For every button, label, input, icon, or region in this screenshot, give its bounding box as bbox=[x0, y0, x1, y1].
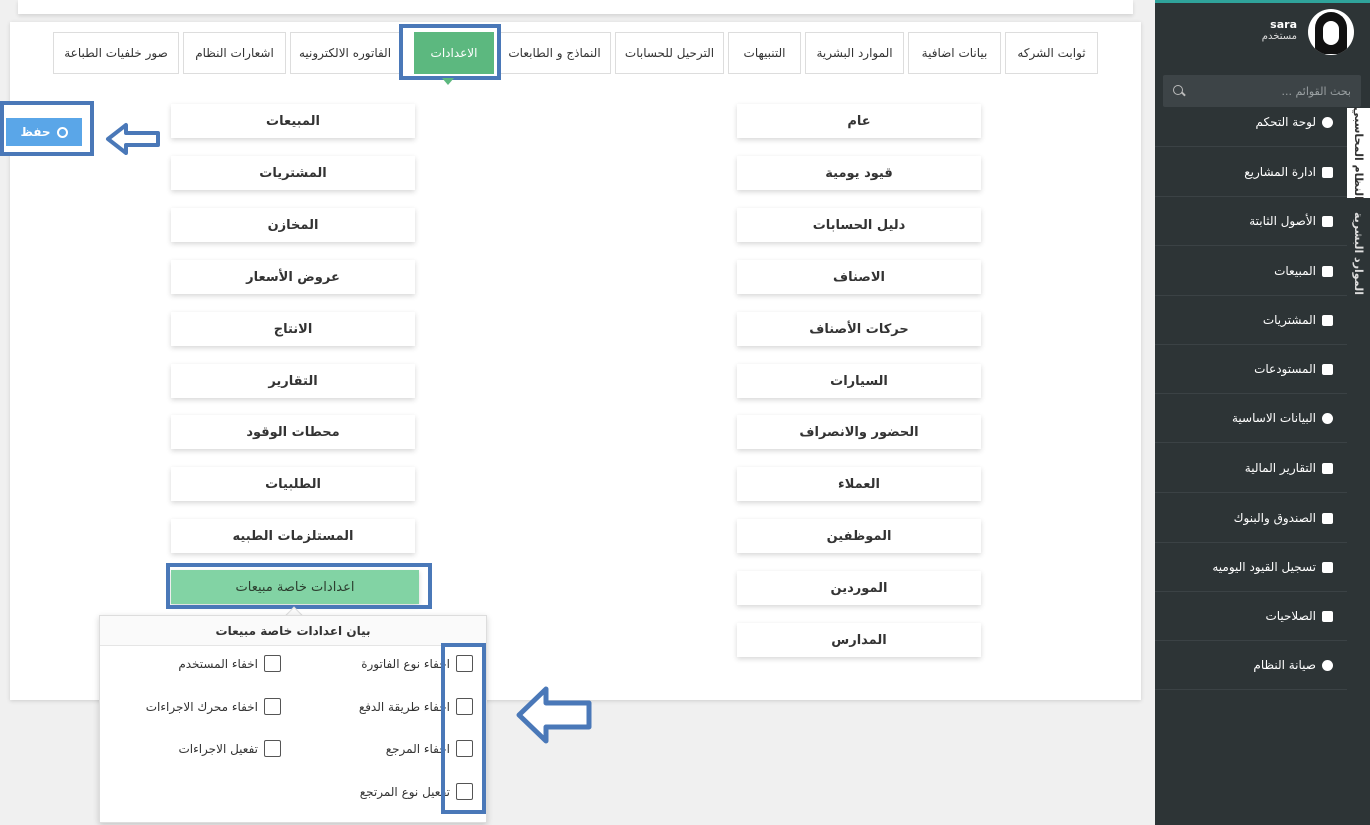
selected-section-highlight-frame bbox=[166, 563, 432, 609]
tab-alerts[interactable]: التنبيهات bbox=[728, 32, 801, 74]
tab-settings[interactable]: الاعدادات bbox=[414, 32, 494, 74]
section-medical-supplies[interactable]: المستلزمات الطبيه bbox=[171, 519, 415, 553]
money-icon bbox=[1322, 314, 1333, 326]
section-sales[interactable]: المبيعات bbox=[171, 104, 415, 138]
top-bar bbox=[18, 0, 1133, 14]
checkbox-highlight-frame bbox=[441, 643, 486, 814]
sidebar-item-basic-data[interactable]: البيانات الاساسية bbox=[1155, 394, 1347, 443]
enable-return-type-checkbox[interactable] bbox=[456, 783, 473, 800]
section-purchases[interactable]: المشتريات bbox=[171, 156, 415, 190]
section-fuel-stations[interactable]: محطات الوقود bbox=[171, 415, 415, 449]
section-employees[interactable]: الموظفين bbox=[737, 519, 981, 553]
hide-user-checkbox[interactable] bbox=[264, 655, 281, 672]
sidebar-tab-accounting[interactable]: النظام المحاسبي bbox=[1347, 107, 1370, 199]
handshake-icon bbox=[1322, 166, 1333, 178]
gear-icon bbox=[56, 126, 68, 138]
hide-reference-checkbox[interactable] bbox=[456, 740, 473, 757]
sidebar-item-financial-reports[interactable]: التقارير المالية bbox=[1155, 444, 1347, 493]
section-journal-entries[interactable]: قيود يومية bbox=[737, 156, 981, 190]
tab-account-posting[interactable]: الترحيل للحسابات bbox=[615, 32, 724, 74]
section-vehicles[interactable]: السيارات bbox=[737, 364, 981, 398]
archive-icon bbox=[1322, 363, 1333, 375]
sidebar-item-daily-entries[interactable]: تسجيل القيود اليوميه bbox=[1155, 543, 1347, 592]
sidebar-item-permissions[interactable]: الصلاحيات bbox=[1155, 592, 1347, 641]
sidebar-item-sales[interactable]: المبيعات bbox=[1155, 247, 1347, 296]
hide-invoice-type-checkbox[interactable] bbox=[456, 655, 473, 672]
sidebar-item-dashboard[interactable]: لوحة التحكم bbox=[1155, 98, 1347, 147]
popup-title: بيان اعدادات خاصة مبيعات bbox=[100, 616, 486, 646]
section-reports[interactable]: التقارير bbox=[171, 364, 415, 398]
user-lock-icon bbox=[1322, 610, 1333, 622]
file-icon bbox=[1322, 561, 1333, 573]
sidebar-tab-human-resources[interactable]: الموارد البشرية bbox=[1347, 208, 1370, 298]
section-sales-special-settings[interactable]: اعدادات خاصة مبيعات bbox=[171, 570, 419, 604]
file-icon bbox=[1322, 462, 1333, 474]
tab-print-backgrounds[interactable]: صور خلفيات الطباعة bbox=[53, 32, 179, 74]
section-general[interactable]: عام bbox=[737, 104, 981, 138]
option-enable-procedures[interactable]: تفعيل الاجراءات bbox=[178, 740, 281, 757]
tab-e-invoice[interactable]: الفاتوره الالكترونيه bbox=[290, 32, 400, 74]
tab-highlight-frame bbox=[399, 24, 501, 80]
section-attendance[interactable]: الحضور والانصراف bbox=[737, 415, 981, 449]
save-button[interactable]: حفظ bbox=[6, 118, 82, 146]
enable-procedures-checkbox[interactable] bbox=[264, 740, 281, 757]
tab-company-constants[interactable]: ثوابت الشركه bbox=[1005, 32, 1098, 74]
gear-icon bbox=[1322, 659, 1333, 671]
info-icon bbox=[1322, 412, 1333, 424]
section-customers[interactable]: العملاء bbox=[737, 467, 981, 501]
menu-search bbox=[1163, 75, 1361, 107]
avatar[interactable] bbox=[1308, 9, 1354, 55]
section-production[interactable]: الانتاج bbox=[171, 312, 415, 346]
section-items[interactable]: الاصناف bbox=[737, 260, 981, 294]
user-role: مستخدم bbox=[1261, 31, 1297, 42]
active-tab-caret bbox=[442, 78, 454, 85]
menu-search-input[interactable] bbox=[1201, 84, 1351, 98]
section-suppliers[interactable]: الموردين bbox=[737, 571, 981, 605]
sidebar-item-cash-banks[interactable]: الصندوق والبنوك bbox=[1155, 494, 1347, 543]
option-enable-return-type[interactable]: تفعيل نوع المرتجع bbox=[360, 783, 473, 800]
section-schools[interactable]: المدارس bbox=[737, 623, 981, 657]
section-chart-of-accounts[interactable]: دليل الحسابات bbox=[737, 208, 981, 242]
sidebar-item-warehouses[interactable]: المستودعات bbox=[1155, 345, 1347, 394]
option-hide-reference[interactable]: اخفاء المرجع bbox=[386, 740, 473, 757]
dashboard-icon bbox=[1322, 116, 1333, 128]
option-hide-invoice-type[interactable]: اخفاء نوع الفاتورة bbox=[361, 655, 473, 672]
sidebar-item-purchases[interactable]: المشتريات bbox=[1155, 296, 1347, 345]
sidebar-item-fixed-assets[interactable]: الأصول الثابتة bbox=[1155, 197, 1347, 246]
option-hide-procedures-engine[interactable]: اخفاء محرك الاجراءات bbox=[146, 698, 281, 715]
sidebar-top-accent bbox=[1155, 0, 1370, 3]
tab-human-resources[interactable]: الموارد البشرية bbox=[805, 32, 904, 74]
tab-additional-data[interactable]: بيانات اضافية bbox=[908, 32, 1001, 74]
option-hide-user[interactable]: اخفاء المستخدم bbox=[178, 655, 281, 672]
section-price-quotes[interactable]: عروض الأسعار bbox=[171, 260, 415, 294]
sales-settings-popup: بيان اعدادات خاصة مبيعات bbox=[99, 615, 487, 823]
sidebar bbox=[1155, 0, 1370, 825]
tab-forms-printers[interactable]: النماذج و الطابعات bbox=[498, 32, 611, 74]
truck-icon bbox=[1322, 265, 1333, 277]
tab-system-notifications[interactable]: اشعارات النظام bbox=[183, 32, 286, 74]
user-name: sara bbox=[1270, 18, 1297, 31]
file-icon bbox=[1322, 215, 1333, 227]
sidebar-item-system-maintenance[interactable]: صيانة النظام bbox=[1155, 641, 1347, 690]
sidebar-item-projects[interactable]: ادارة المشاريع bbox=[1155, 148, 1347, 197]
arrow-left-icon bbox=[106, 123, 160, 155]
save-button-label: حفظ bbox=[20, 125, 51, 139]
section-item-movements[interactable]: حركات الأصناف bbox=[737, 312, 981, 346]
arrow-left-icon bbox=[516, 686, 592, 744]
option-hide-payment-method[interactable]: اخفاء طريقة الدفع bbox=[359, 698, 473, 715]
money-icon bbox=[1322, 512, 1333, 524]
section-stores[interactable]: المخازن bbox=[171, 208, 415, 242]
search-icon[interactable] bbox=[1173, 85, 1185, 97]
hide-procedures-engine-checkbox[interactable] bbox=[264, 698, 281, 715]
hide-payment-method-checkbox[interactable] bbox=[456, 698, 473, 715]
section-orders[interactable]: الطلبيات bbox=[171, 467, 415, 501]
